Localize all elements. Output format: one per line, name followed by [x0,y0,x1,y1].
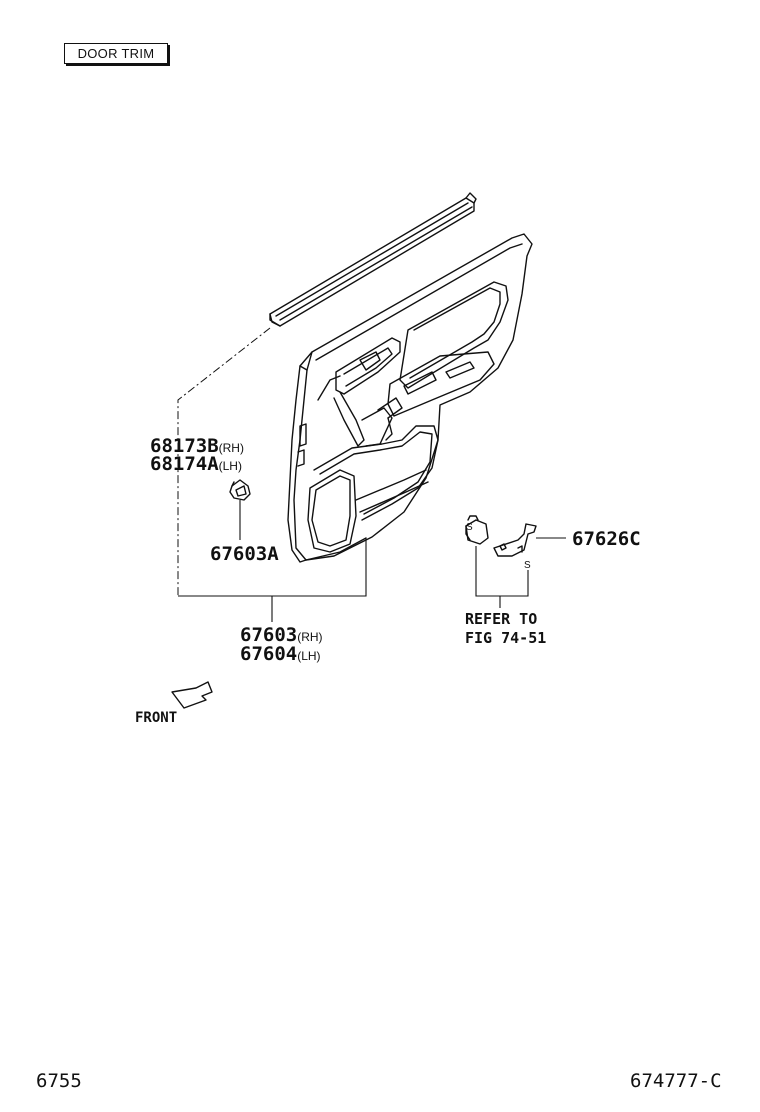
page-number-right: 674777-C [630,1070,722,1092]
label-weatherstrip-lh: 68174A(LH) [150,453,242,475]
front-arrow [171,681,213,709]
page-number-left: 6755 [36,1070,82,1092]
diagram-title: DOOR TRIM [64,43,168,64]
label-clip: 67603A [210,543,279,565]
label-panel-lh: 67604(LH) [240,643,321,665]
weatherstrip-part [269,192,477,327]
refer-line-1: REFER TO [465,610,537,628]
label-weatherstrip-rh: 68173B(RH) [150,435,244,457]
s-mark-upper: S [466,522,473,533]
clip-part [229,479,251,501]
label-bracket: 67626C [572,528,641,550]
leader-refer [475,546,529,608]
leader-weatherstrip [177,327,271,596]
bracket-part [465,515,537,557]
leader-panel [178,538,367,622]
door-trim-panel [287,233,533,563]
s-mark-lower: S [524,560,531,571]
label-panel-rh: 67603(RH) [240,624,323,646]
refer-line-2: FIG 74-51 [465,629,546,647]
front-label: FRONT [135,710,177,726]
